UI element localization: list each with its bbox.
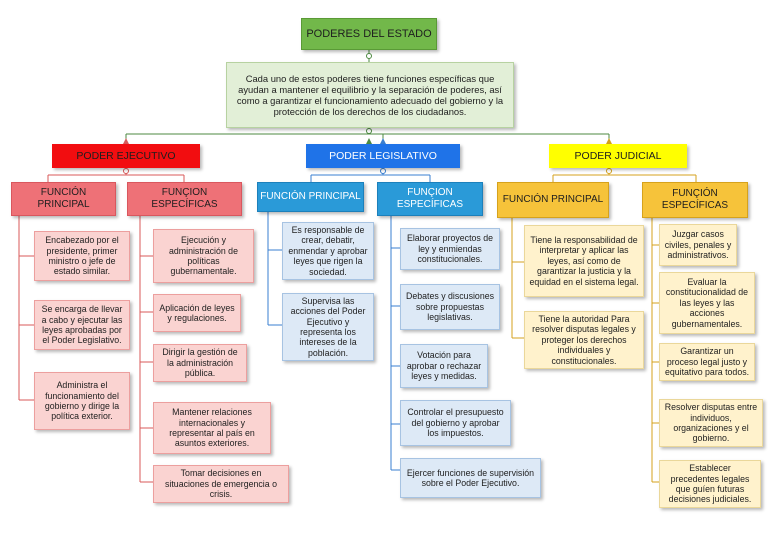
judicial-especifica-item: Establecer precedentes legales que guíen… [659, 460, 761, 508]
arrow-head [366, 138, 372, 144]
legislativo-principal-item: Supervisa las acciones del Poder Ejecuti… [282, 293, 374, 361]
judicial-principal-item: Tiene la autoridad Para resolver disputa… [524, 311, 644, 369]
ejecutivo-especificas-header: FUNÇION ESPECÍFICAS [127, 182, 242, 216]
ejecutivo-especifica-item: Aplicación de leyes y regulaciones. [153, 294, 241, 332]
ejecutivo-principal-header: FUNCIÓN PRINCIPAL [11, 182, 116, 216]
connector-legislativo-principal [267, 212, 282, 326]
judicial-especifica-item: Juzgar casos civiles, penales y administ… [659, 224, 737, 266]
ejecutivo-principal-item: Administra el funcionamiento del gobiern… [34, 372, 130, 430]
connector-judicial-principal [511, 218, 524, 339]
legislativo-especifica-item: Controlar el presupuesto del gobierno y … [400, 400, 511, 446]
arrow-head [380, 138, 386, 144]
legislativo-principal-item: Es responsable de crear, debatir, enmend… [282, 222, 374, 280]
ejecutivo-especifica-item: Mantener relaciones internacionales y re… [153, 402, 271, 454]
connector-judicial-headers [552, 168, 697, 182]
ejecutivo-especifica-item: Tomar decisiones en situaciones de emerg… [153, 465, 289, 503]
judicial-principal-header: FUNCIÓN PRINCIPAL [497, 182, 609, 218]
connector-judicial-especificas [651, 218, 659, 483]
connector-dot [123, 168, 129, 174]
ejecutivo-principal-item: Encabezado por el presidente, primer min… [34, 231, 130, 281]
connector-dot [366, 53, 372, 59]
legislativo-especifica-item: Debates y discusiones sobre propuestas l… [400, 284, 500, 330]
arrow-head [606, 138, 612, 144]
ejecutivo-especifica-item: Dirigir la gestión de la administración … [153, 344, 247, 382]
judicial-especifica-item: Evaluar la constitucionalidad de las ley… [659, 272, 755, 334]
connector-legislativo-headers [310, 168, 431, 182]
connector-dot [366, 128, 372, 134]
ejecutivo-especifica-item: Ejecución y administración de políticas … [153, 229, 254, 283]
power-legislativo: PODER LEGISLATIVO [306, 144, 460, 168]
judicial-especifica-item: Garantizar un proceso legal justo y equi… [659, 343, 755, 381]
ejecutivo-principal-item: Se encarga de llevar a cabo y ejecutar l… [34, 300, 130, 350]
legislativo-especifica-item: Votación para aprobar o rechazar leyes y… [400, 344, 488, 388]
connector-ejecutivo-principal [18, 216, 34, 401]
judicial-especifica-item: Resolver disputas entre individuos, orga… [659, 399, 763, 447]
connector-ejecutivo-especificas [139, 216, 153, 483]
power-judicial: PODER JUDICIAL [549, 144, 687, 168]
legislativo-especifica-item: Elaborar proyectos de ley y enmiendas co… [400, 228, 500, 270]
legislativo-especificas-header: FUNÇION ESPECÍFICAS [377, 182, 483, 216]
connector-ejecutivo-headers [47, 168, 185, 182]
legislativo-especifica-item: Ejercer funciones de supervisión sobre e… [400, 458, 541, 498]
intro-text: Cada uno de estos poderes tiene funcione… [226, 62, 514, 128]
connector-legislativo-especificas [390, 216, 400, 471]
arrow-head [123, 138, 129, 144]
legislativo-principal-header: FUNCIÓN PRINCIPAL [257, 182, 364, 212]
judicial-principal-item: Tiene la responsabilidad de interpretar … [524, 225, 644, 297]
power-ejecutivo: PODER EJECUTIVO [52, 144, 200, 168]
connector-dot [606, 168, 612, 174]
diagram-title: PODERES DEL ESTADO [301, 18, 437, 50]
judicial-especificas-header: FUNÇIÓN ESPECÍFICAS [642, 182, 748, 218]
connector-dot [380, 168, 386, 174]
